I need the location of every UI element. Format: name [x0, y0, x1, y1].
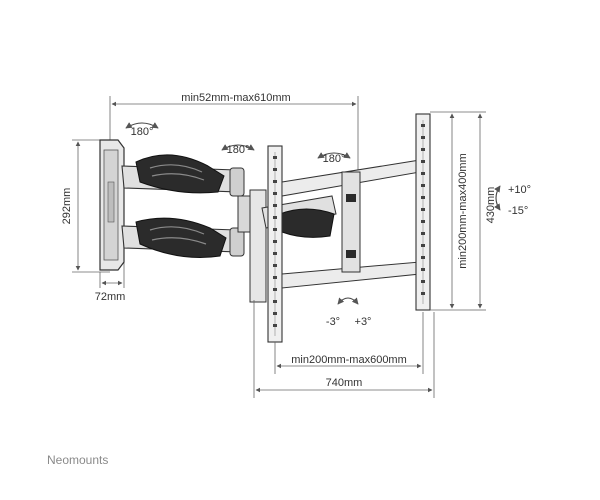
total-width-dimension: [253, 300, 435, 398]
tilt-arrow-icon: [494, 185, 501, 211]
rotation-1-label: 180°: [131, 126, 154, 138]
elbow-pivot: [237, 189, 267, 303]
wall-plate: [99, 139, 125, 271]
total-width-label: 740mm: [326, 377, 363, 389]
plate-height-dimension: [470, 111, 486, 311]
upper-arm-top: [121, 154, 245, 197]
tilt-down-label: -15°: [508, 205, 528, 217]
vesa-vertical-dimension: [430, 111, 470, 311]
upper-arm-bottom: [121, 217, 245, 258]
horizontal-rails: [281, 159, 421, 289]
tv-bracket-right: [415, 113, 431, 311]
tilt-up-label: +10°: [508, 184, 531, 196]
rotation-3-label: 180°: [323, 153, 346, 165]
level-minus-label: -3°: [326, 316, 340, 328]
vesa-horizontal-label: min200mm-max600mm: [291, 354, 407, 366]
brand-logo-text: Neomounts: [47, 453, 109, 467]
wall-depth-dimension: [99, 262, 125, 288]
level-plus-label: +3°: [355, 316, 372, 328]
arm-reach-dimension: [109, 96, 359, 170]
plate-height-label: 430mm: [485, 187, 497, 224]
rotation-2-label: 180°: [227, 144, 250, 156]
wall-height-label: 292mm: [61, 188, 73, 225]
vesa-horizontal-dimension: [274, 312, 424, 374]
wall-depth-label: 72mm: [95, 291, 126, 303]
rotation-arrow-icon: [125, 122, 159, 129]
vesa-vertical-label: min200mm-max400mm: [457, 153, 469, 269]
arm-reach-label: min52mm-max610mm: [181, 92, 290, 104]
level-arrow-icon: [337, 297, 359, 305]
rotation-arrow-icon: [221, 144, 255, 151]
tv-bracket-left: [267, 145, 283, 343]
rotation-arrow-icon: [317, 152, 351, 159]
